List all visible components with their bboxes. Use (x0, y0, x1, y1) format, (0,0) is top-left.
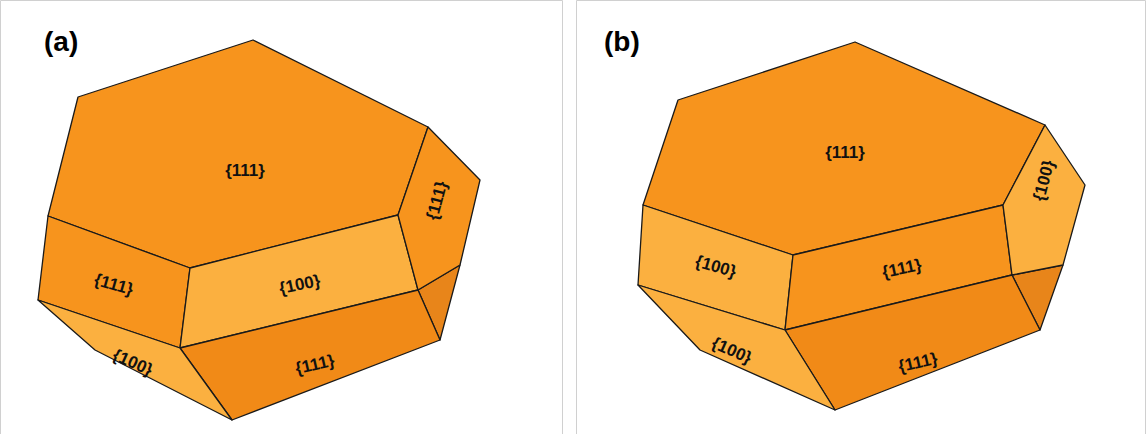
crystal-face: {100} (38, 300, 232, 420)
crystal-face: {100} (638, 285, 835, 410)
face-polygon (1003, 125, 1085, 275)
face-polygon (638, 285, 835, 410)
panel-label: (b) (604, 28, 640, 56)
crystal-face: {111} (785, 275, 1040, 410)
face-polygon (180, 290, 440, 420)
face-polygon (398, 127, 480, 290)
miller-index: {111} (825, 144, 865, 161)
face-outline (785, 275, 1040, 410)
crystal-face: {100} (1003, 125, 1085, 275)
panel-label: (a) (44, 28, 78, 56)
crystal-face: {111} (180, 290, 440, 420)
face-outline (180, 290, 440, 420)
face-polygon (38, 300, 232, 420)
miller-index: {111} (225, 162, 265, 179)
face-polygon (785, 275, 1040, 410)
crystal-face: {111} (398, 127, 480, 290)
